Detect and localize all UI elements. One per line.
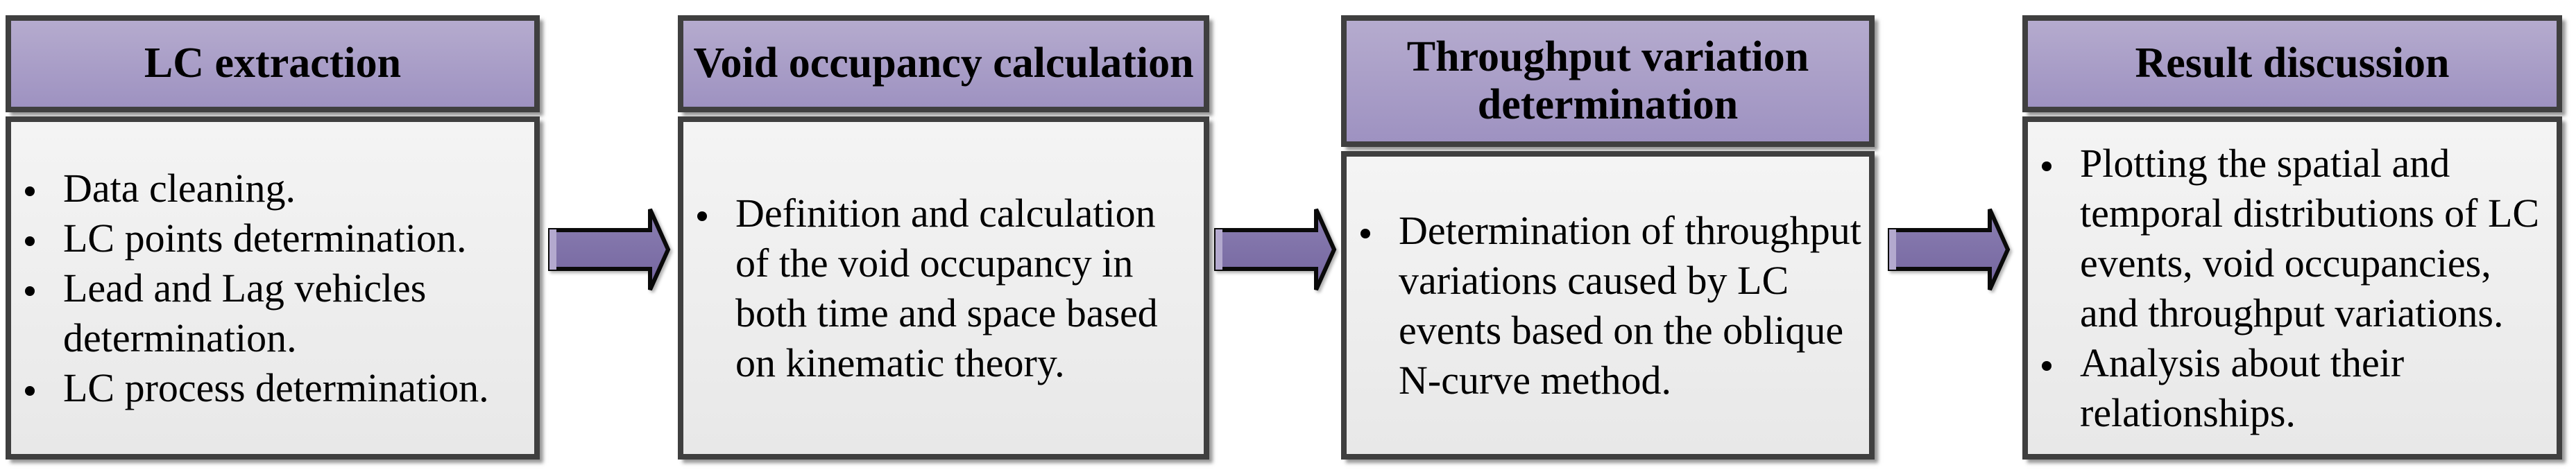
bullet-list: Definition and calculation of the void o… <box>683 189 1204 388</box>
stage-title: Throughput variation determination <box>1406 33 1809 128</box>
stage-header: Result discussion <box>2022 15 2562 112</box>
stage-title: Void occupancy calculation <box>693 40 1194 87</box>
bullet-text: Plotting the spatial and temporal distri… <box>2080 140 2540 335</box>
bullet-dot-icon <box>25 236 35 246</box>
stage-box-void-occupancy: Void occupancy calculation Definition an… <box>678 15 1209 460</box>
bullet-text: Determination of throughput variations c… <box>1399 207 1861 403</box>
list-item: Determination of throughput variations c… <box>1347 206 1869 405</box>
bullet-dot-icon <box>2042 360 2052 371</box>
stage-header: LC extraction <box>6 15 540 112</box>
list-item: Lead and Lag vehicles determination. <box>11 263 534 363</box>
stage-box-throughput-variation: Throughput variation determination Deter… <box>1341 15 1875 460</box>
arrow-right-icon <box>1887 208 2010 291</box>
bullet-dot-icon <box>25 186 35 196</box>
bullet-list: Determination of throughput variations c… <box>1347 206 1869 405</box>
bullet-text: Lead and Lag vehicles determination. <box>63 265 427 360</box>
stage-body: Definition and calculation of the void o… <box>678 116 1209 460</box>
stage-title: Result discussion <box>2135 40 2450 87</box>
connector <box>1875 15 2022 293</box>
stage-body: Determination of throughput variations c… <box>1341 151 1875 460</box>
connector <box>540 15 678 293</box>
bullet-text: LC process determination. <box>63 365 489 410</box>
bullet-dot-icon <box>697 211 707 221</box>
stage-body: Data cleaning. LC points determination. … <box>6 116 540 460</box>
stage-body: Plotting the spatial and temporal distri… <box>2022 116 2562 460</box>
bullet-list: Plotting the spatial and temporal distri… <box>2028 139 2557 438</box>
stage-title: LC extraction <box>144 40 402 87</box>
bullet-text: Analysis about their relationships. <box>2080 340 2405 435</box>
bullet-list: Data cleaning. LC points determination. … <box>11 164 534 413</box>
bullet-dot-icon <box>1360 228 1370 238</box>
arrow-right-icon <box>1214 208 1337 291</box>
list-item: Definition and calculation of the void o… <box>683 189 1204 388</box>
list-item: Data cleaning. <box>11 164 534 213</box>
bullet-text: LC points determination. <box>63 215 467 261</box>
connector <box>1209 15 1341 293</box>
bullet-dot-icon <box>2042 161 2052 171</box>
stage-box-result-discussion: Result discussion Plotting the spatial a… <box>2022 15 2562 460</box>
list-item: LC points determination. <box>11 213 534 263</box>
stage-header: Throughput variation determination <box>1341 15 1875 147</box>
list-item: Plotting the spatial and temporal distri… <box>2028 139 2557 338</box>
stage-box-lc-extraction: LC extraction Data cleaning. LC points d… <box>6 15 540 460</box>
arrow-right-icon <box>547 208 670 291</box>
stage-header: Void occupancy calculation <box>678 15 1209 112</box>
bullet-dot-icon <box>25 286 35 296</box>
list-item: LC process determination. <box>11 363 534 413</box>
list-item: Analysis about their relationships. <box>2028 338 2557 438</box>
bullet-dot-icon <box>25 385 35 396</box>
bullet-text: Definition and calculation of the void o… <box>735 190 1158 385</box>
bullet-text: Data cleaning. <box>63 165 296 211</box>
